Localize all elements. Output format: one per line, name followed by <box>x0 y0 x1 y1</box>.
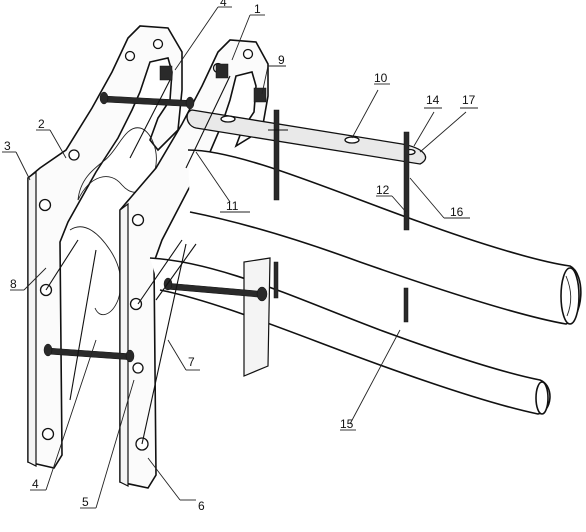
front-frame-plate <box>119 39 269 489</box>
label-17: 17 <box>462 93 476 107</box>
back-frame-plate <box>27 25 183 469</box>
label-16: 16 <box>450 205 464 219</box>
front-plate-hole <box>129 297 143 311</box>
label-2: 2 <box>38 117 45 131</box>
label-11: 11 <box>226 199 239 213</box>
front-plate-hole <box>131 213 145 227</box>
label-4-bottom: 4 <box>32 477 39 491</box>
threaded-rods <box>43 63 268 363</box>
label-1: 1 <box>254 2 261 16</box>
label-7: 7 <box>188 355 195 369</box>
back-plate-hole <box>124 50 136 62</box>
back-plate-hole <box>38 198 52 212</box>
top-cross-bar <box>186 109 427 165</box>
label-5: 5 <box>82 495 89 509</box>
back-plate-hole <box>68 149 80 161</box>
label-14: 14 <box>426 93 440 107</box>
label-4-top: 4 <box>220 0 227 9</box>
label-6: 6 <box>198 499 205 513</box>
bone-fragment <box>77 127 157 201</box>
back-plate-hole <box>152 38 164 50</box>
label-9: 9 <box>278 53 285 67</box>
label-15: 15 <box>340 417 354 431</box>
part-labels: 1 2 3 4 4 5 6 7 8 9 10 11 12 14 15 16 17 <box>4 0 476 513</box>
front-plate-hole <box>242 48 254 60</box>
label-10: 10 <box>374 71 388 85</box>
label-12: 12 <box>376 183 390 197</box>
inner-plate <box>243 257 271 377</box>
front-plate-hole <box>132 362 144 374</box>
upper-bone <box>187 149 582 325</box>
wires <box>45 75 231 445</box>
leader-lines <box>2 6 478 509</box>
label-8: 8 <box>10 277 17 291</box>
back-plate-hole <box>41 427 55 441</box>
label-3: 3 <box>4 139 11 153</box>
vertical-pins <box>268 109 410 323</box>
